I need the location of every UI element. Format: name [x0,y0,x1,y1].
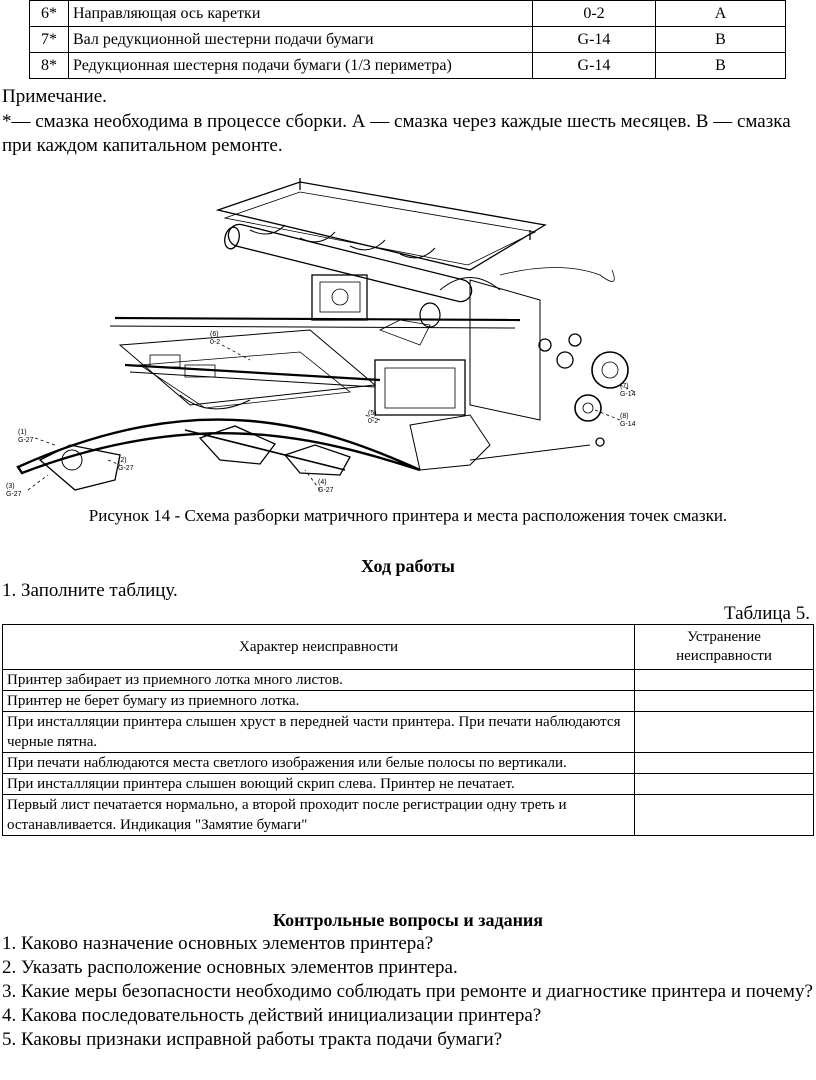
step-1-text: 1. Заполните таблицу. [2,580,178,601]
table-row: При инсталляции принтера слышен хруст в … [2,711,814,753]
callout-6-number: (6) [210,331,219,338]
note-text: *— смазка необходима в процессе сборки. … [2,111,791,156]
fault-description: Принтер забирает из приемного лотка мног… [2,669,635,691]
callout-7-code: G-14 [620,391,636,398]
row-number: 8* [29,52,69,79]
fault-description: При инсталляции принтера слышен хруст в … [2,711,635,753]
part-name: Направляющая ось каретки [68,0,533,27]
row-number: 6* [29,0,69,27]
fix-cell[interactable] [634,669,814,691]
questions-list: 1. Каково назначение основных элементов … [2,932,816,1052]
fix-cell[interactable] [634,690,814,712]
callout-4-number: (4) [318,479,327,486]
fault-description: При инсталляции принтера слышен воющий с… [2,773,635,795]
lubrication-period: B [655,26,786,53]
table-row: 7* Вал редукционной шестерни подачи бума… [29,26,786,53]
fix-cell[interactable] [634,711,814,753]
note-title: Примечание. [2,86,107,107]
callout-8-code: G-14 [620,421,636,428]
fix-cell[interactable] [634,794,814,836]
table-row: 6* Направляющая ось каретки 0-2 A [29,0,786,27]
figure-caption: Рисунок 14 - Схема разборки матричного п… [88,506,728,525]
part-name: Вал редукционной шестерни подачи бумаги [68,26,533,53]
list-item: 5. Каковы признаки исправной работы трак… [2,1029,503,1050]
table-caption: Таблица 5. [723,603,810,624]
table-row: При инсталляции принтера слышен воющий с… [2,773,814,795]
lubrication-period: A [655,0,786,27]
table-row: Принтер не берет бумагу из приемного лот… [2,690,814,712]
fix-cell[interactable] [634,773,814,795]
fix-cell[interactable] [634,752,814,774]
lubricant-code: G-14 [532,52,656,79]
table-row: 8* Редукционная шестерня подачи бумаги (… [29,52,786,79]
callout-6-code: 0-2 [210,339,220,346]
header-fix: Устранение неисправности [634,624,814,670]
part-name: Редукционная шестерня подачи бумаги (1/3… [68,52,533,79]
lubricant-code: G-14 [532,26,656,53]
diagram-svg: (1) G-27 (2) G-27 (3) G-27 (4) G-27 (5) … [6,178,636,498]
header-fault: Характер неисправности [2,624,635,670]
row-number: 7* [29,26,69,53]
list-item: 2. Указать расположение основных элемент… [2,957,458,978]
callout-2-number: (2) [118,457,127,464]
callout-3-code: G-27 [6,491,22,498]
list-item: 1. Каково назначение основных элементов … [2,933,434,954]
callout-5-number: (5) [368,410,377,417]
table-header-row: Характер неисправности Устранение неиспр… [2,624,814,670]
callout-8-number: (8) [620,413,629,420]
lubrication-table: 6* Направляющая ось каретки 0-2 A 7* Вал… [29,0,786,79]
section-heading-control: Контрольные вопросы и задания [272,910,544,930]
lubricant-code: 0-2 [532,0,656,27]
callout-2-code: G-27 [118,465,134,472]
fault-description: При печати наблюдаются места светлого из… [2,752,635,774]
section-heading-work: Ход работы [361,556,455,576]
callout-3-number: (3) [6,483,15,490]
faults-table: Характер неисправности Устранение неиспр… [2,624,814,836]
callout-1-code: G-27 [18,437,34,444]
list-item: 3. Какие меры безопасности необходимо со… [2,981,813,1002]
fault-description: Принтер не берет бумагу из приемного лот… [2,690,635,712]
table-row: При печати наблюдаются места светлого из… [2,752,814,774]
callout-4-code: G-27 [318,487,334,494]
table-row: Первый лист печатается нормально, а втор… [2,794,814,836]
list-item: 4. Какова последовательность действий ин… [2,1005,542,1026]
callout-1-number: (1) [18,429,27,436]
table-row: Принтер забирает из приемного лотка мног… [2,669,814,691]
callout-5-code: 0-2 [368,418,378,425]
printer-exploded-diagram: (1) G-27 (2) G-27 (3) G-27 (4) G-27 (5) … [0,170,816,500]
lubrication-period: B [655,52,786,79]
fault-description: Первый лист печатается нормально, а втор… [2,794,635,836]
callout-7-number: (7) [620,383,629,390]
